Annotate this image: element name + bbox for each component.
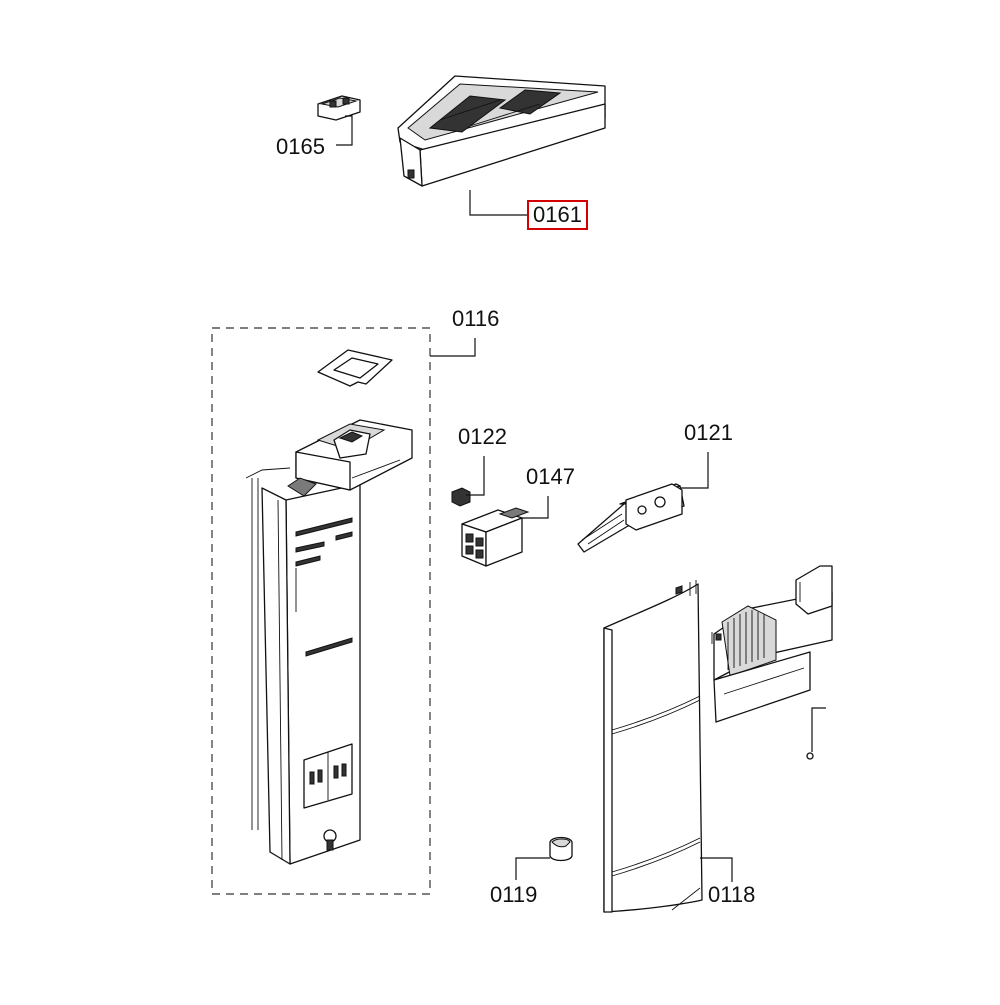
label-0147: 0147 bbox=[526, 464, 575, 489]
part-0121-bracket bbox=[577, 452, 709, 553]
label-0116: 0116 bbox=[452, 306, 500, 331]
label-0121: 0121 bbox=[684, 420, 733, 445]
part-0118-panel bbox=[603, 580, 733, 913]
label-0119: 0119 bbox=[490, 882, 538, 907]
part-0122-cube bbox=[451, 456, 485, 507]
part-0165-clip bbox=[317, 95, 361, 146]
label-0122: 0122 bbox=[458, 424, 507, 449]
part-vertical-housing bbox=[245, 419, 413, 865]
label-0161-highlighted: 0161 bbox=[527, 200, 588, 230]
label-0165: 0165 bbox=[276, 134, 325, 159]
part-0147-connector bbox=[461, 496, 549, 567]
leader-0116 bbox=[430, 338, 476, 357]
part-gasket-plate bbox=[317, 349, 393, 387]
label-0118: 0118 bbox=[708, 882, 756, 907]
part-0161-tray bbox=[397, 75, 606, 216]
part-dispenser-tray-fragment bbox=[711, 565, 833, 760]
part-0119-cap bbox=[515, 836, 573, 880]
